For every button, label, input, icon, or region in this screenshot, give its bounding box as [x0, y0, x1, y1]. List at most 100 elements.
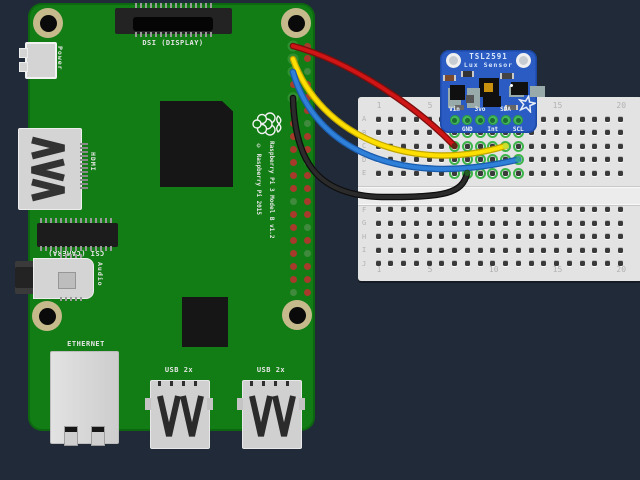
- breadboard-hole[interactable]: [439, 220, 445, 226]
- breadboard-hole[interactable]: [375, 116, 381, 122]
- gpio-pin[interactable]: [289, 146, 297, 154]
- breadboard-hole[interactable]: [388, 130, 394, 135]
- breadboard-hole[interactable]: [617, 170, 623, 176]
- breadboard-hole[interactable]: [490, 234, 496, 239]
- breadboard-hole[interactable]: [579, 170, 585, 176]
- breadboard-hole[interactable]: [515, 234, 521, 239]
- breadboard-hole[interactable]: [477, 220, 483, 226]
- gpio-pin[interactable]: [303, 249, 311, 257]
- breadboard-hole[interactable]: [375, 207, 381, 212]
- breadboard-hole[interactable]: [413, 234, 419, 239]
- breadboard-hole[interactable]: [528, 157, 534, 162]
- breadboard-hole[interactable]: [605, 207, 610, 212]
- sensor-pin[interactable]: [462, 115, 473, 125]
- gpio-pin[interactable]: [289, 68, 297, 76]
- breadboard-hole[interactable]: [388, 157, 394, 162]
- breadboard-hole[interactable]: [375, 157, 381, 162]
- breadboard-hole[interactable]: [541, 130, 547, 135]
- breadboard-hole[interactable]: [375, 143, 381, 149]
- breadboard-hole[interactable]: [388, 207, 394, 212]
- breadboard-hole[interactable]: [554, 220, 559, 226]
- breadboard-hole[interactable]: [617, 220, 623, 226]
- breadboard-hole[interactable]: [528, 220, 534, 226]
- breadboard-hole[interactable]: [541, 157, 547, 162]
- breadboard-hole[interactable]: [592, 247, 598, 253]
- breadboard-hole[interactable]: [592, 261, 598, 266]
- gpio-pin[interactable]: [289, 249, 297, 257]
- breadboard-hole[interactable]: [554, 157, 559, 162]
- breadboard-hole[interactable]: [605, 157, 610, 162]
- breadboard-hole[interactable]: [605, 247, 610, 253]
- breadboard-hole[interactable]: [503, 234, 508, 239]
- breadboard-hole[interactable]: [528, 261, 534, 266]
- breadboard-hole[interactable]: [541, 220, 547, 226]
- breadboard-hole[interactable]: [388, 261, 394, 266]
- breadboard-hole[interactable]: [554, 116, 559, 122]
- breadboard-hole[interactable]: [554, 130, 559, 135]
- sensor-pin[interactable]: [449, 115, 460, 125]
- breadboard-hole[interactable]: [439, 261, 445, 266]
- sensor-pin[interactable]: [475, 115, 485, 125]
- breadboard-hole[interactable]: [605, 130, 610, 135]
- sensor-pin[interactable]: [513, 115, 524, 125]
- breadboard-hole[interactable]: [452, 207, 457, 212]
- breadboard-hole[interactable]: [401, 261, 406, 266]
- breadboard-hole[interactable]: [566, 116, 572, 122]
- breadboard-hole[interactable]: [426, 207, 432, 212]
- breadboard-hole[interactable]: [617, 130, 623, 135]
- breadboard-hole[interactable]: [452, 247, 457, 253]
- breadboard-hole[interactable]: [477, 207, 483, 212]
- breadboard-hole[interactable]: [579, 234, 585, 239]
- breadboard-hole[interactable]: [439, 157, 445, 162]
- breadboard-hole[interactable]: [541, 207, 547, 212]
- breadboard-hole[interactable]: [413, 130, 419, 135]
- breadboard-hole[interactable]: [592, 116, 598, 122]
- breadboard-hole[interactable]: [515, 207, 521, 212]
- breadboard-hole[interactable]: [413, 261, 419, 266]
- breadboard-hole[interactable]: [477, 247, 483, 253]
- breadboard-hole[interactable]: [426, 130, 432, 135]
- breadboard-hole[interactable]: [401, 130, 406, 135]
- breadboard-hole[interactable]: [528, 143, 534, 149]
- breadboard-hole[interactable]: [375, 261, 381, 266]
- breadboard-hole[interactable]: [477, 234, 483, 239]
- breadboard-hole[interactable]: [452, 234, 457, 239]
- breadboard-hole[interactable]: [528, 247, 534, 253]
- gpio-pin[interactable]: [303, 223, 311, 231]
- breadboard-hole[interactable]: [477, 261, 483, 266]
- gpio-pin[interactable]: [289, 236, 297, 244]
- gpio-pin[interactable]: [303, 120, 311, 128]
- breadboard-hole[interactable]: [617, 157, 623, 162]
- breadboard-hole[interactable]: [617, 247, 623, 253]
- breadboard-hole[interactable]: [554, 247, 559, 253]
- gpio-pin[interactable]: [303, 68, 311, 76]
- breadboard-hole[interactable]: [401, 247, 406, 253]
- breadboard-hole[interactable]: [439, 234, 445, 239]
- breadboard-hole[interactable]: [515, 261, 521, 266]
- breadboard-hole[interactable]: [605, 143, 610, 149]
- breadboard-hole[interactable]: [592, 170, 598, 176]
- breadboard-hole[interactable]: [566, 220, 572, 226]
- breadboard-hole[interactable]: [388, 143, 394, 149]
- gpio-pin[interactable]: [303, 262, 311, 270]
- breadboard-hole[interactable]: [566, 234, 572, 239]
- breadboard-hole[interactable]: [592, 143, 598, 149]
- breadboard-hole[interactable]: [617, 261, 623, 266]
- gpio-pin[interactable]: [289, 172, 297, 179]
- gpio-pin[interactable]: [303, 55, 311, 63]
- breadboard-hole[interactable]: [592, 207, 598, 212]
- breadboard-hole[interactable]: [503, 247, 508, 253]
- breadboard-hole[interactable]: [554, 207, 559, 212]
- gpio-pin[interactable]: [289, 262, 297, 270]
- breadboard-hole[interactable]: [375, 234, 381, 239]
- breadboard-hole[interactable]: [426, 247, 432, 253]
- breadboard-hole[interactable]: [490, 207, 496, 212]
- breadboard-hole[interactable]: [592, 157, 598, 162]
- breadboard-hole[interactable]: [388, 234, 394, 239]
- breadboard-hole[interactable]: [528, 207, 534, 212]
- breadboard-hole[interactable]: [541, 234, 547, 239]
- breadboard-hole[interactable]: [617, 234, 623, 239]
- breadboard-hole[interactable]: [579, 207, 585, 212]
- breadboard-hole[interactable]: [528, 130, 534, 135]
- breadboard-hole[interactable]: [605, 220, 610, 226]
